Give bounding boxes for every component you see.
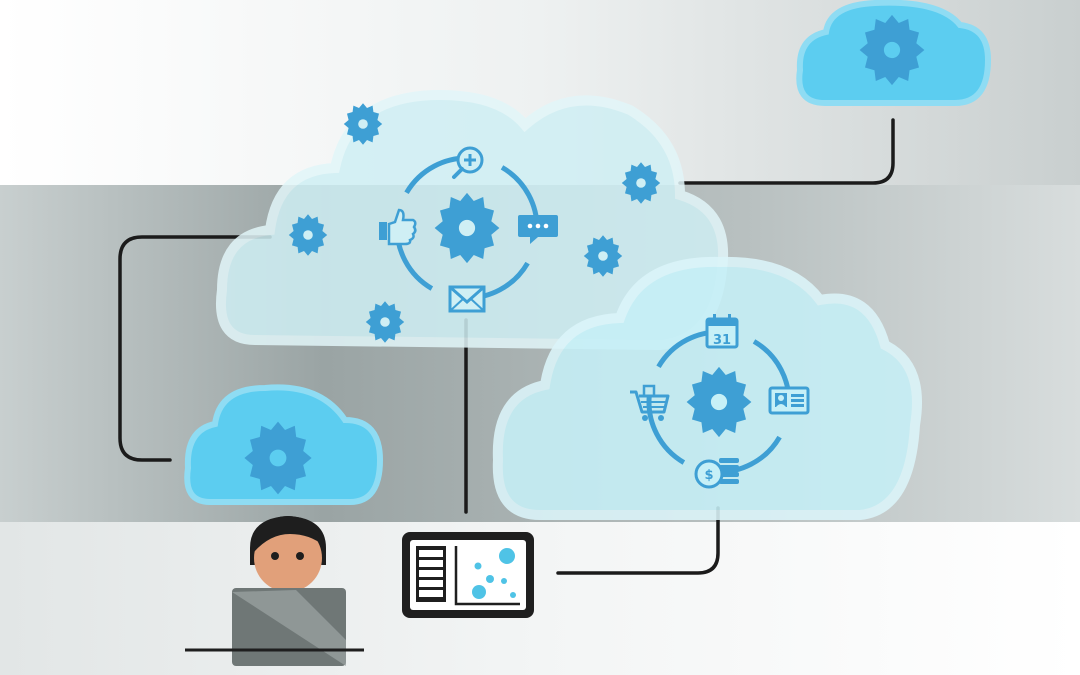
dashboard-monitor-icon [402, 532, 534, 618]
calendar-icon: 31 [707, 314, 737, 348]
coins-icon: $ [696, 458, 739, 487]
currency-symbol-label: $ [704, 468, 713, 483]
envelope-icon [450, 287, 484, 311]
id-card-icon [770, 388, 808, 413]
calendar-day-label: 31 [713, 333, 731, 348]
background-band-bottom [0, 522, 1080, 675]
